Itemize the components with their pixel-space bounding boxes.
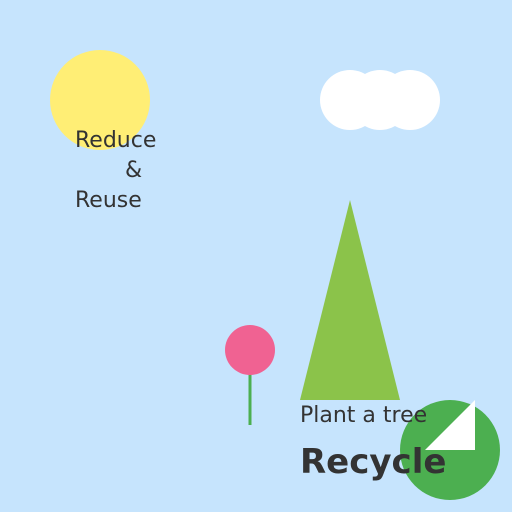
flower-icon bbox=[225, 325, 275, 425]
reduce-text: Reduce bbox=[75, 128, 157, 153]
flower-head bbox=[225, 325, 275, 375]
plant-a-tree-text: Plant a tree bbox=[300, 403, 428, 428]
recycle-heading: Recycle bbox=[300, 442, 447, 482]
tree-icon bbox=[300, 200, 400, 400]
reuse-text: Reuse bbox=[75, 188, 142, 213]
ampersand-text: & bbox=[125, 158, 143, 183]
cloud-icon bbox=[320, 70, 440, 130]
sun-icon bbox=[50, 50, 150, 150]
recycle-icon bbox=[400, 400, 500, 500]
cloud-puff-right bbox=[380, 70, 440, 130]
recycle-arrow-mark bbox=[425, 400, 475, 450]
